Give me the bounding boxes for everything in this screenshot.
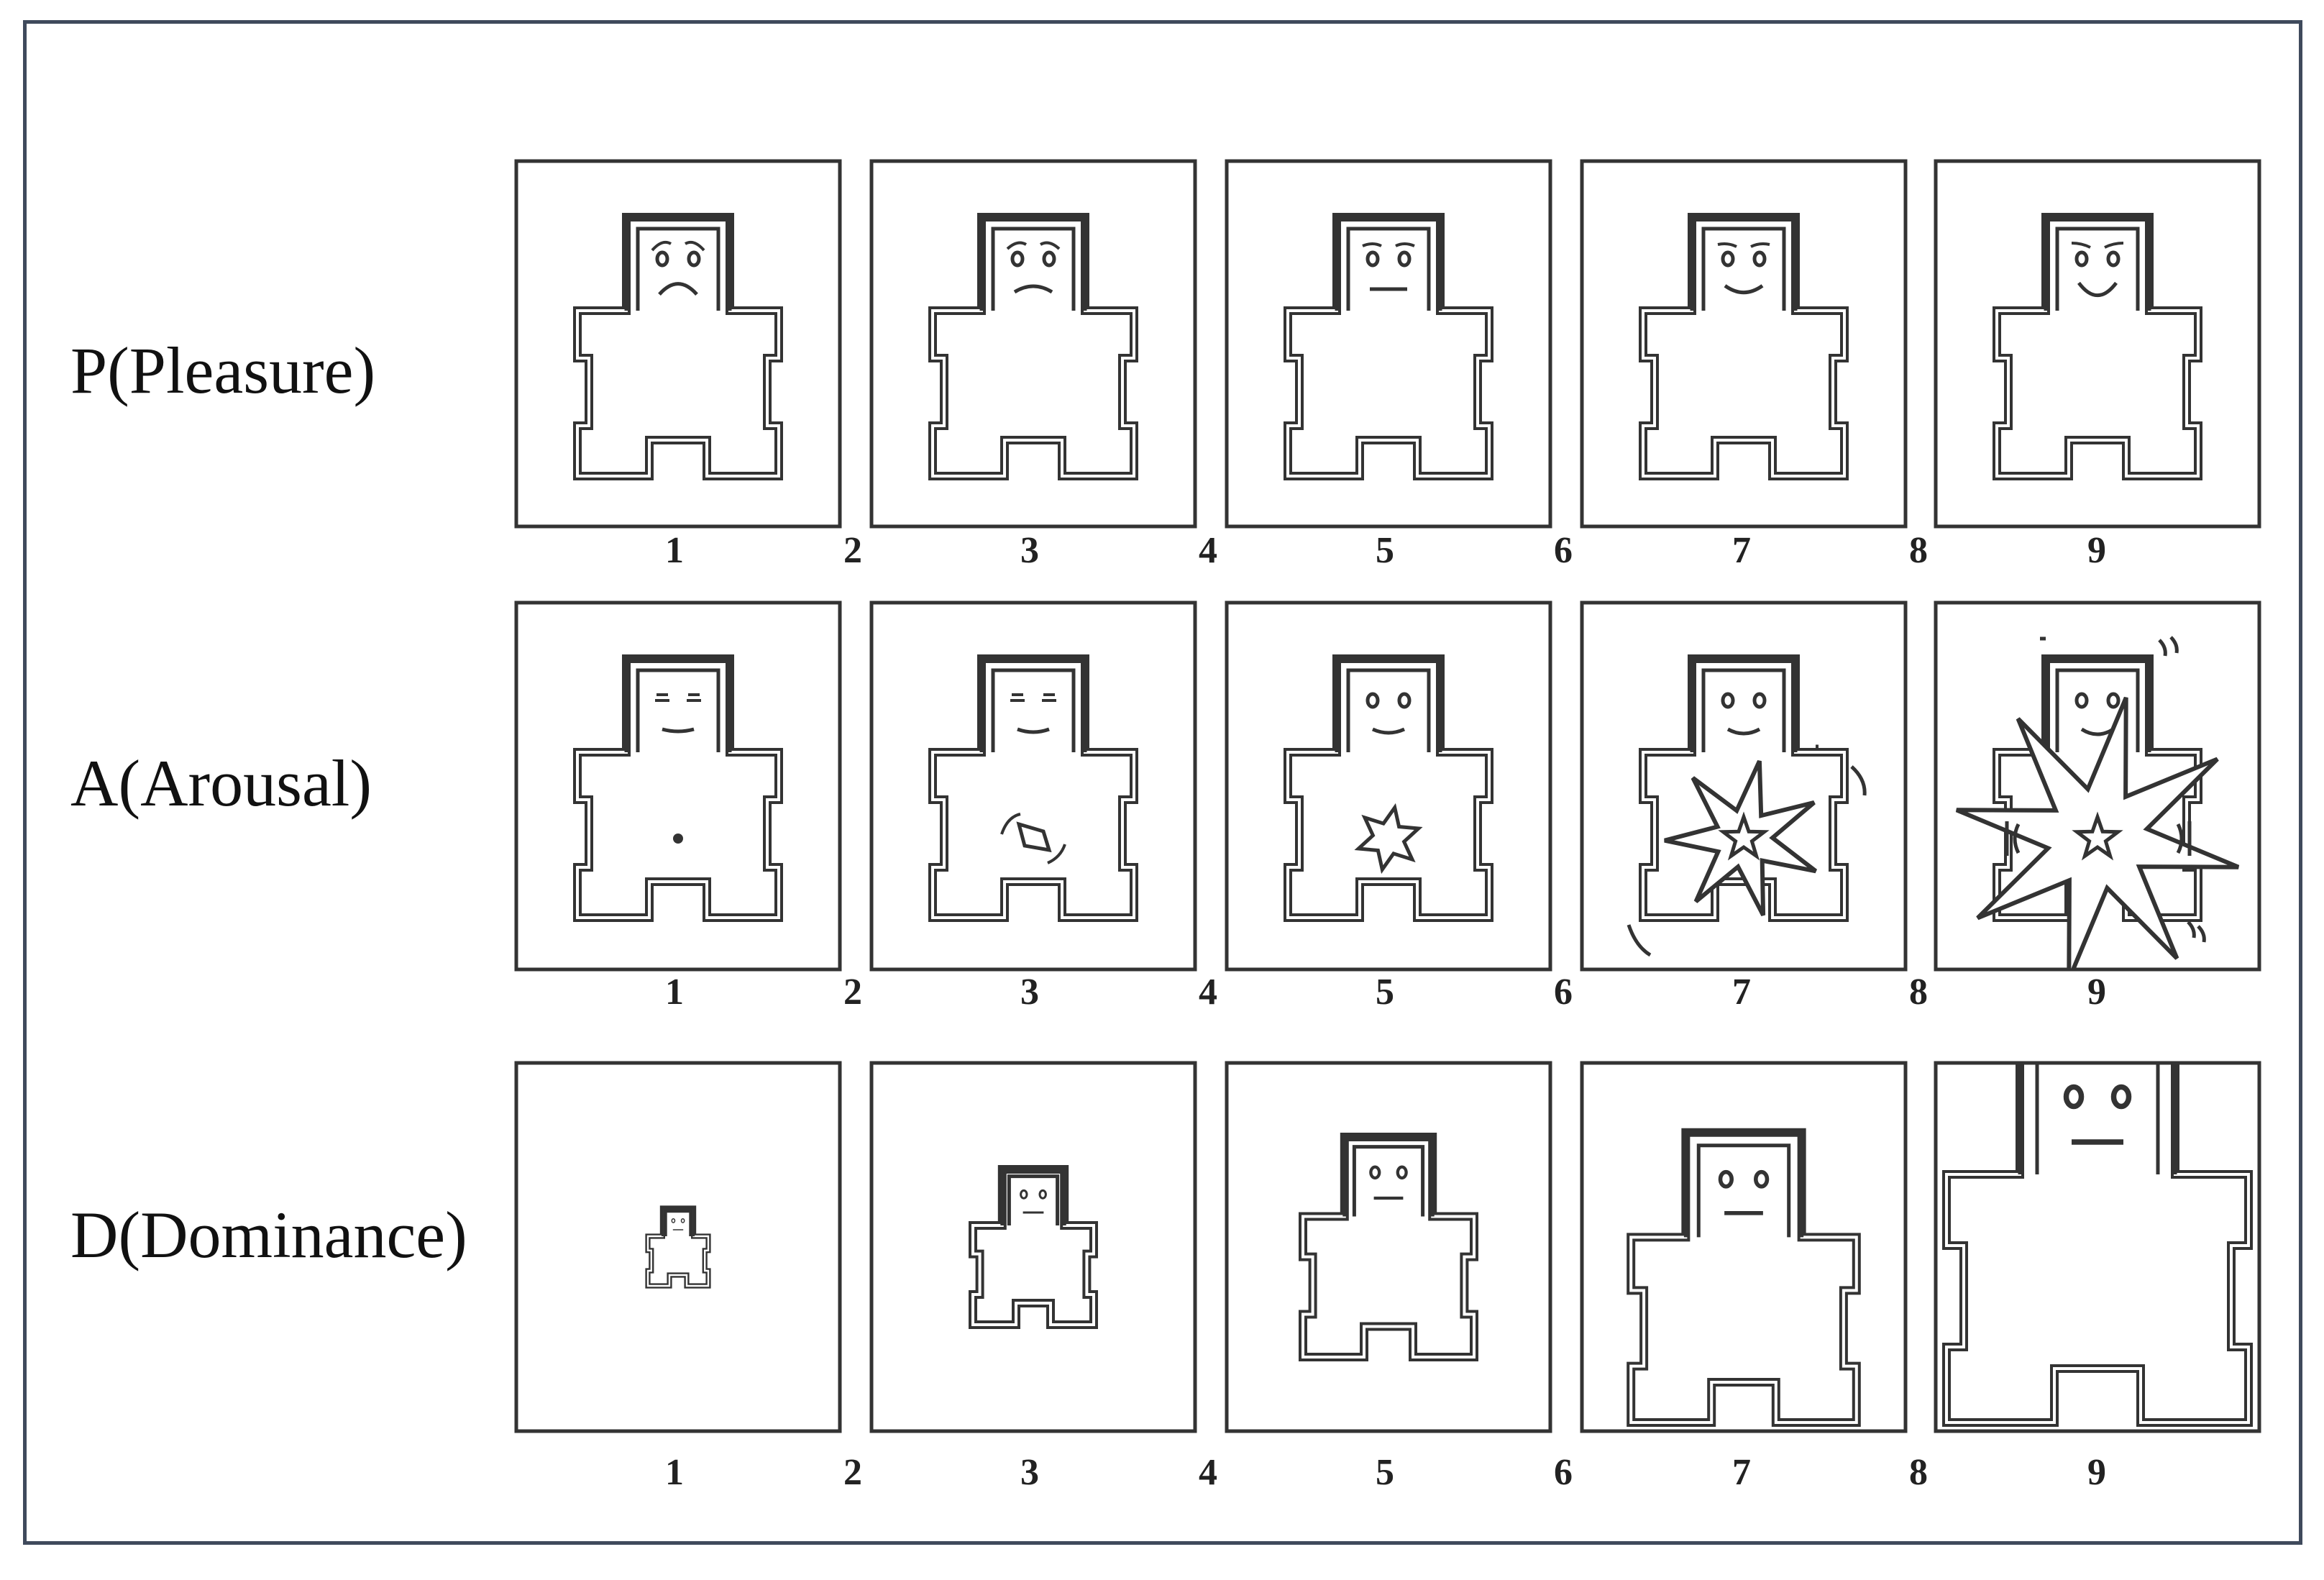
panel-border bbox=[1580, 159, 1908, 529]
scale-number-pleasure-9: 9 bbox=[2087, 530, 2106, 571]
pleasure-level-3-panel bbox=[869, 159, 1197, 529]
manikin-figure-icon bbox=[1627, 1128, 1861, 1428]
arousal-level-1-panel bbox=[514, 601, 842, 972]
panel-border bbox=[1580, 601, 1908, 972]
pleasure-level-1-panel bbox=[514, 159, 842, 529]
dominance-level-3-panel bbox=[869, 1061, 1197, 1433]
scale-number-arousal-1: 1 bbox=[665, 972, 684, 1013]
scale-number-arousal-4: 4 bbox=[1199, 972, 1217, 1013]
manikin-figure-icon bbox=[645, 1205, 711, 1289]
arousal-level-9-panel bbox=[1934, 601, 2261, 972]
scale-number-arousal-6: 6 bbox=[1554, 972, 1573, 1013]
scale-number-pleasure-2: 2 bbox=[843, 530, 862, 571]
scale-number-pleasure-8: 8 bbox=[1909, 530, 1928, 571]
dominance-level-1-panel bbox=[514, 1061, 842, 1433]
scale-number-pleasure-5: 5 bbox=[1376, 530, 1394, 571]
row-label-dominance: D(Dominance) bbox=[70, 1198, 467, 1271]
manikin-figure-icon bbox=[573, 213, 783, 480]
manikin-figure-icon bbox=[573, 654, 783, 922]
scale-number-dominance-4: 4 bbox=[1199, 1452, 1217, 1493]
arousal-level-7-panel bbox=[1580, 601, 1908, 972]
scale-number-arousal-2: 2 bbox=[843, 972, 862, 1013]
arousal-level-5-panel bbox=[1225, 601, 1552, 972]
dominance-level-9-panel bbox=[1934, 1061, 2261, 1433]
panel-border bbox=[869, 159, 1197, 529]
panel-border bbox=[1934, 1061, 2261, 1433]
scale-number-pleasure-4: 4 bbox=[1199, 530, 1217, 571]
panel-border bbox=[514, 1061, 842, 1433]
scale-number-arousal-5: 5 bbox=[1376, 972, 1394, 1013]
pleasure-level-7-panel bbox=[1580, 159, 1908, 529]
scale-number-dominance-1: 1 bbox=[665, 1452, 684, 1493]
panel-border bbox=[1225, 159, 1552, 529]
scale-number-arousal-3: 3 bbox=[1020, 972, 1039, 1013]
row-label-pleasure: P(Pleasure) bbox=[70, 334, 376, 407]
scale-number-dominance-3: 3 bbox=[1020, 1452, 1039, 1493]
scale-number-dominance-7: 7 bbox=[1732, 1452, 1751, 1493]
dominance-level-7-panel bbox=[1580, 1061, 1908, 1433]
row-label-arousal: A(Arousal) bbox=[70, 746, 372, 820]
sam-row-pleasure: 1 2 3 4 5 6 7 8 9 bbox=[514, 159, 2261, 571]
scale-number-pleasure-1: 1 bbox=[665, 530, 684, 571]
sam-row-arousal: 1 2 3 4 5 6 7 8 9 bbox=[514, 601, 2261, 1013]
scale-number-pleasure-3: 3 bbox=[1020, 530, 1039, 571]
scale-number-dominance-8: 8 bbox=[1909, 1452, 1928, 1493]
scale-number-dominance-6: 6 bbox=[1554, 1452, 1573, 1493]
scale-number-dominance-2: 2 bbox=[843, 1452, 862, 1493]
pleasure-level-9-panel bbox=[1934, 159, 2261, 529]
panel-border bbox=[1934, 159, 2261, 529]
scale-number-dominance-9: 9 bbox=[2087, 1452, 2106, 1493]
manikin-figure-icon bbox=[1955, 636, 2240, 969]
manikin-figure-icon bbox=[1284, 654, 1493, 922]
sam-row-dominance: 1 2 3 4 5 6 7 8 9 bbox=[514, 1061, 2261, 1493]
panel-border bbox=[514, 159, 842, 529]
scale-number-arousal-7: 7 bbox=[1732, 972, 1751, 1013]
manikin-figure-icon bbox=[1639, 213, 1849, 480]
manikin-figure-icon bbox=[1284, 213, 1493, 480]
manikin-figure-icon bbox=[969, 1164, 1099, 1330]
scale-number-arousal-8: 8 bbox=[1909, 972, 1928, 1013]
panel-border bbox=[869, 601, 1197, 972]
panel-border bbox=[1225, 1061, 1552, 1433]
manikin-figure-icon bbox=[1627, 654, 1867, 957]
scale-number-dominance-5: 5 bbox=[1376, 1452, 1394, 1493]
scale-number-pleasure-7: 7 bbox=[1732, 530, 1751, 571]
arousal-level-3-panel bbox=[869, 601, 1197, 972]
scale-number-pleasure-6: 6 bbox=[1554, 530, 1573, 571]
panel-border bbox=[869, 1061, 1197, 1433]
manikin-figure-icon bbox=[1993, 213, 2202, 480]
manikin-figure-icon bbox=[1942, 1063, 2253, 1427]
pleasure-level-5-panel bbox=[1225, 159, 1552, 529]
panel-border bbox=[1225, 601, 1552, 972]
dominance-level-5-panel bbox=[1225, 1061, 1552, 1433]
manikin-figure-icon bbox=[928, 654, 1138, 922]
manikin-figure-icon bbox=[928, 213, 1138, 480]
panel-border bbox=[514, 601, 842, 972]
scale-number-arousal-9: 9 bbox=[2087, 972, 2106, 1013]
manikin-figure-icon bbox=[1299, 1133, 1478, 1361]
